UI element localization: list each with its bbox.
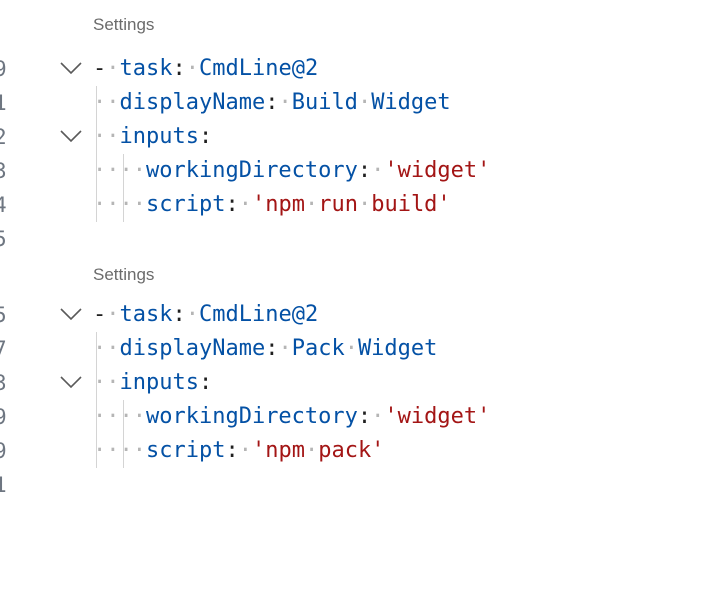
yaml-key: displayName xyxy=(119,90,266,115)
yaml-key: script xyxy=(145,192,226,217)
code-text: ····workingDirectory:·'widget' xyxy=(93,158,491,183)
line-number: 5 xyxy=(0,227,7,251)
line-number: 7 xyxy=(0,337,7,361)
line-number: 2 xyxy=(0,125,7,149)
code-text: ····workingDirectory:·'widget' xyxy=(93,404,491,429)
code-line[interactable]: 3 ··inputs: xyxy=(0,366,707,400)
code-text: ··inputs: xyxy=(93,370,213,395)
yaml-key: displayName xyxy=(119,336,266,361)
chevron-down-icon[interactable] xyxy=(58,120,84,154)
code-line[interactable]: 4 ····script:·'npm·run·build' xyxy=(0,188,707,222)
code-line[interactable]: 3 ····workingDirectory:·'widget' xyxy=(0,154,707,188)
indent-guide xyxy=(96,400,97,434)
line-number: 1 xyxy=(0,473,7,497)
yaml-key: inputs xyxy=(119,370,199,395)
indent-guide xyxy=(123,188,124,222)
indent-guide xyxy=(123,434,124,468)
code-text: ····script:·'npm·run·build' xyxy=(93,192,451,217)
line-number: 9 xyxy=(0,57,7,81)
codelens-settings-link[interactable]: Settings xyxy=(93,15,155,34)
yaml-value: Widget xyxy=(357,336,438,361)
indent-guide xyxy=(96,154,97,188)
code-text: ··displayName:·Pack·Widget xyxy=(93,336,438,361)
indent-guide xyxy=(96,332,97,366)
yaml-key: task xyxy=(119,302,173,327)
yaml-string: 'widget' xyxy=(384,404,491,429)
code-line[interactable]: 9 ····workingDirectory:·'widget' xyxy=(0,400,707,434)
yaml-string: run xyxy=(318,192,358,217)
yaml-value: Pack xyxy=(291,336,345,361)
yaml-string: 'npm xyxy=(251,438,305,463)
code-line[interactable]: 2 ··inputs: xyxy=(0,120,707,154)
code-line[interactable]: 1 xyxy=(0,468,707,502)
yaml-key: workingDirectory xyxy=(145,158,358,183)
code-line[interactable]: 9 -·task:·CmdLine@2 xyxy=(0,52,707,86)
yaml-string: build' xyxy=(371,192,451,217)
code-line[interactable]: 9 ····script:·'npm·pack' xyxy=(0,434,707,468)
indent-guide xyxy=(123,400,124,434)
codelens-settings-link[interactable]: Settings xyxy=(93,265,155,284)
yaml-key: workingDirectory xyxy=(145,404,358,429)
yaml-string: 'npm xyxy=(251,192,305,217)
list-dash: - xyxy=(93,56,107,81)
code-text: ··displayName:·Build·Widget xyxy=(93,90,451,115)
indent-guide xyxy=(123,154,124,188)
indent-guide xyxy=(96,86,97,120)
indent-guide xyxy=(96,434,97,468)
indent-guide xyxy=(96,188,97,222)
code-line[interactable]: 5 xyxy=(0,222,707,256)
line-number: 1 xyxy=(0,91,7,115)
yaml-string: 'widget' xyxy=(384,158,491,183)
line-number: 9 xyxy=(0,439,7,463)
code-text: ··inputs: xyxy=(93,124,213,149)
code-text: -·task:·CmdLine@2 xyxy=(93,302,319,327)
line-number: 3 xyxy=(0,159,7,183)
line-number: 4 xyxy=(0,193,7,217)
yaml-key: task xyxy=(119,56,173,81)
yaml-key: script xyxy=(145,438,226,463)
yaml-value: CmdLine@2 xyxy=(198,302,319,327)
yaml-value: Build xyxy=(291,90,358,115)
chevron-down-icon[interactable] xyxy=(58,298,84,332)
code-line[interactable]: 5 -·task:·CmdLine@2 xyxy=(0,298,707,332)
list-dash: - xyxy=(93,302,107,327)
code-line[interactable]: 1 ··displayName:·Build·Widget xyxy=(0,86,707,120)
code-text: -·task:·CmdLine@2 xyxy=(93,56,319,81)
yaml-value: Widget xyxy=(371,90,451,115)
line-number: 9 xyxy=(0,405,7,429)
line-number: 5 xyxy=(0,303,7,327)
indent-guide xyxy=(96,120,97,154)
chevron-down-icon[interactable] xyxy=(58,52,84,86)
code-line[interactable]: 7 ··displayName:·Pack·Widget xyxy=(0,332,707,366)
yaml-value: CmdLine@2 xyxy=(198,56,319,81)
indent-guide xyxy=(96,366,97,400)
yaml-key: inputs xyxy=(119,124,199,149)
code-text: ····script:·'npm·pack' xyxy=(93,438,385,463)
line-number: 3 xyxy=(0,371,7,395)
chevron-down-icon[interactable] xyxy=(58,366,84,400)
yaml-string: pack' xyxy=(318,438,385,463)
